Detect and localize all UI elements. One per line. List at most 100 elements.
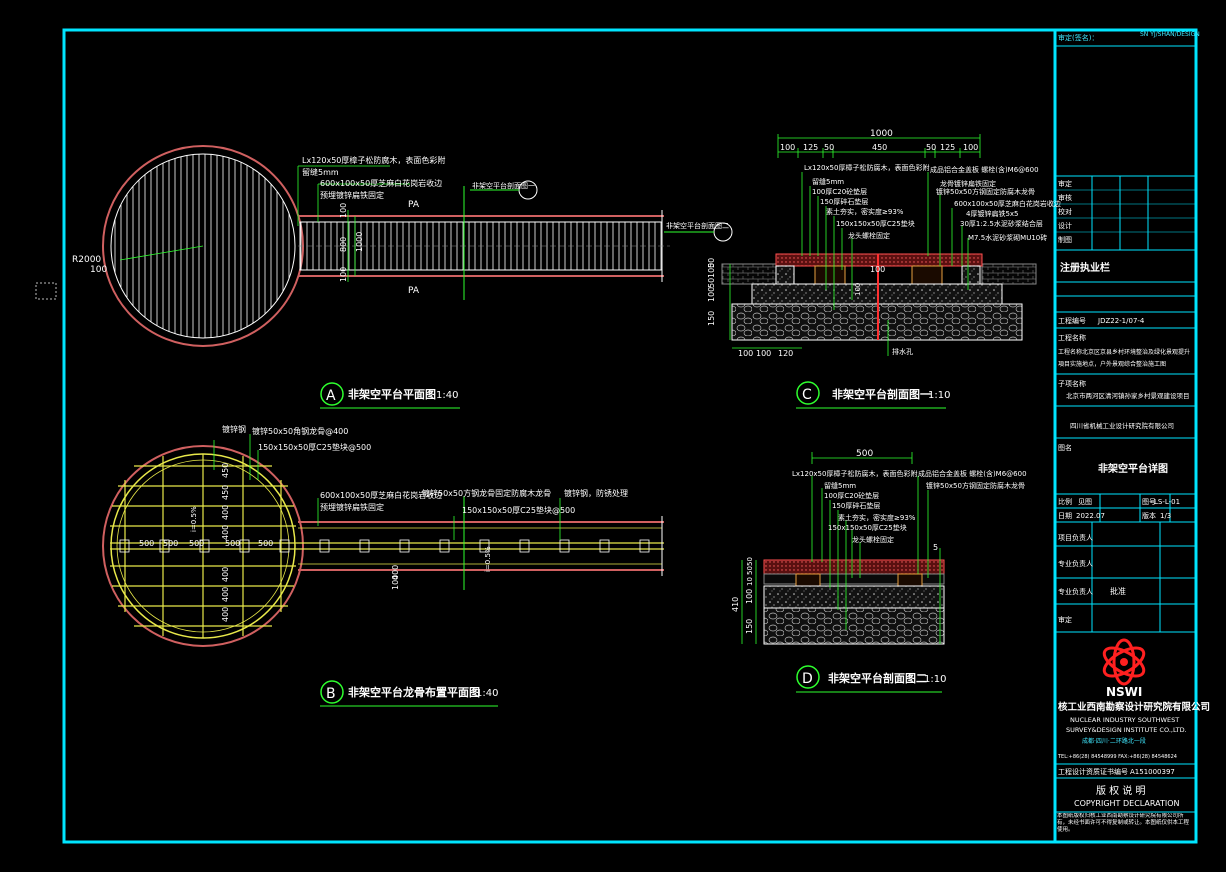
view-c-l7: 龙头螺栓固定 [848,231,890,240]
tb-approve: 批准 [1110,586,1126,596]
view-c-top-2: 125 [803,143,818,152]
view-c-l4: 150厚碎石垫层 [820,197,868,206]
view-c-vd-2: 100 [707,263,716,278]
view-c-vd-4: 50 [707,278,716,288]
view-a-pa-top: PA [408,200,420,210]
tb-ratio-label: 比例 [1058,497,1072,506]
view-c-l6: 150x150x50厚C25垫块 [836,219,915,228]
view-a-radius: R2000 [72,255,101,265]
tb-proj-name: 工程名称 [1058,333,1086,342]
tb-r1b: SN YJ/SHAN/DESIGN [1140,31,1200,38]
view-d-l1: Lx120x50厚樟子松防腐木，表面色彩附 [792,469,917,478]
view-d-vd-1: 410 [731,597,740,612]
view-b-note-2: 镀锌50x50角钢龙骨@400 [252,426,348,436]
view-d-r2: 镀锌50x50方钢固定防腐木龙骨 [926,481,1025,490]
view-d-l6: 150x150x50厚C25垫块 [828,523,907,532]
tb-role-3: 专业负责人 [1058,587,1093,596]
tb-copy-cn: 版 权 说 明 [1096,784,1146,797]
side-marker [35,282,57,300]
view-b-dim-400-4: 400 [221,587,230,602]
view-a-title: 非架空平台平面图 [348,387,436,401]
view-b-framing: 镀锌钢 镀锌50x50角钢龙骨@400 150x150x50厚C25垫块@500… [102,424,664,707]
view-a-ref: 非架空平台剖面图一 [472,181,535,190]
tb-date-label: 日期 [1058,512,1072,520]
view-c-bd-2: 100 [756,349,771,358]
drawing-frame [62,28,1198,844]
view-c-r6: 30厚1:2.5水泥砂浆结合层 [960,219,1043,228]
tb-no-label: 图号 [1142,498,1156,506]
view-b-dim-400-6: 400 [391,565,400,580]
tb-ratio: 见图 [1078,498,1092,506]
view-d-l7: 龙头螺栓固定 [852,535,894,544]
view-d-l2: 留缝5mm [824,481,856,490]
view-c-section: 1000 100 125 50 450 50 125 100 [707,129,1061,409]
view-b-note-8: 镀锌钢，防锈处理 [564,488,628,498]
tb-role-1: 项目负责人 [1058,533,1093,542]
view-c-title: 非架空平台剖面图一 [832,387,931,401]
tb-tel: TEL:+86(28) 84548999 FAX:+86(28) 8454862… [1057,754,1177,760]
view-a-dim-3: 1000 [355,232,364,252]
view-b-dim-500-5: 500 [258,539,273,548]
view-a-r100: 100 [90,265,107,275]
tb-desc-1: 工程名称北京区京县乡村环境整治及绿化景观提升 [1058,348,1190,356]
tb-copy-en: COPYRIGHT DECLARATION [1074,799,1180,808]
tb-role-4: 审定 [1058,615,1072,624]
view-a-plan: Lx120x50厚樟子松防腐木，表面色彩附 留缝5mm 600x100x50厚芝… [72,145,733,409]
view-c-vd-1: 50 [707,258,716,268]
view-c-top-6: 125 [940,143,955,152]
tb-org: 核工业西南勘察设计研究院有限公司 [1058,701,1210,713]
view-a-note-2: 留缝5mm [302,167,339,177]
view-b-scale: 1:40 [476,688,498,699]
view-d-top: 500 [856,449,873,459]
tb-sign-5: 制图 [1058,235,1072,244]
view-c-r4: 600x100x50厚芝麻白花岗岩收边 [954,199,1061,208]
view-b-dim-500-4: 500 [225,539,240,548]
view-d-scale: 1:10 [924,674,946,685]
view-b-note-4: 600x100x50厚芝麻白花岗岩收边 [320,490,442,500]
view-b-dim-450-2: 450 [221,463,230,478]
view-c-top-3: 50 [824,143,834,152]
view-c-drain: 排水孔 [892,347,913,356]
tb-stamp: 注册执业栏 [1060,261,1110,274]
view-b-dim-400-2: 400 [221,525,230,540]
tb-client: 北京市两河区清河镇孙家乡村景观建设项目 [1066,391,1190,400]
view-a-note-4: 预埋镀锌扁铁固定 [320,190,384,200]
view-c-top-1: 100 [780,143,795,152]
view-c-scale: 1:10 [928,390,950,401]
view-d-five: 5 [933,543,938,552]
tb-drawing: 非架空平台详图 [1098,462,1168,475]
tb-sign-1: 审定 [1058,179,1072,188]
view-b-dim-400-5: 400 [221,607,230,622]
tb-sign-4: 设计 [1058,221,1072,230]
view-b-slope-2: i=0.5% [484,546,492,572]
view-c-vd-5: 100 [707,287,716,302]
view-a-dim-1: 100 [339,203,348,218]
tb-client-label: 子项名称 [1058,379,1086,388]
view-b-note-1: 镀锌钢 [222,424,246,434]
view-d-section: 500 Lx120x50厚樟子松防腐木，表面色彩附 留缝5mm 100厚C20砼… [731,449,1027,693]
view-b-dim-400-1: 400 [221,505,230,520]
view-c-top-5: 50 [926,143,936,152]
view-c-vd-3: 150 [707,311,716,326]
tb-no: LS-L-01 [1154,498,1180,506]
view-d-vd-6: 50 [746,557,754,566]
view-a-ref-2: 非架空平台剖面图二 [666,221,729,230]
view-d-vd-4: 10 [746,577,754,586]
view-a-dim-2: 800 [339,237,348,252]
view-a-pa-bottom: PA [408,286,420,296]
view-c-total: 1000 [870,129,893,139]
view-c-r7: M7.5水泥砂浆砌MU10砖 [968,233,1047,242]
view-d-l4: 150厚碎石垫层 [832,501,880,510]
tb-org-en-2: SURVEY&DESIGN INSTITUTE CO.,LTD. [1066,726,1187,734]
title-block [1055,45,1196,813]
view-b-note-5: 预埋镀锌扁铁固定 [320,502,384,512]
view-d-l3: 100厚C20砼垫层 [824,491,879,500]
tb-org-addr: 成都·四川·二环路北一段 [1082,737,1146,745]
tb-company: 四川省机械工业设计研究院有限公司 [1070,421,1174,430]
view-a-note-1: Lx120x50厚樟子松防腐木，表面色彩附 [302,155,445,165]
tb-logo-text: NSWI [1106,685,1142,699]
view-a-note-3: 600x100x50厚芝麻白花岗岩收边 [320,178,442,188]
view-c-l1: Lx120x50厚樟子松防腐木，表面色彩附 [804,163,929,172]
view-b-dim-500-3: 500 [189,539,204,548]
